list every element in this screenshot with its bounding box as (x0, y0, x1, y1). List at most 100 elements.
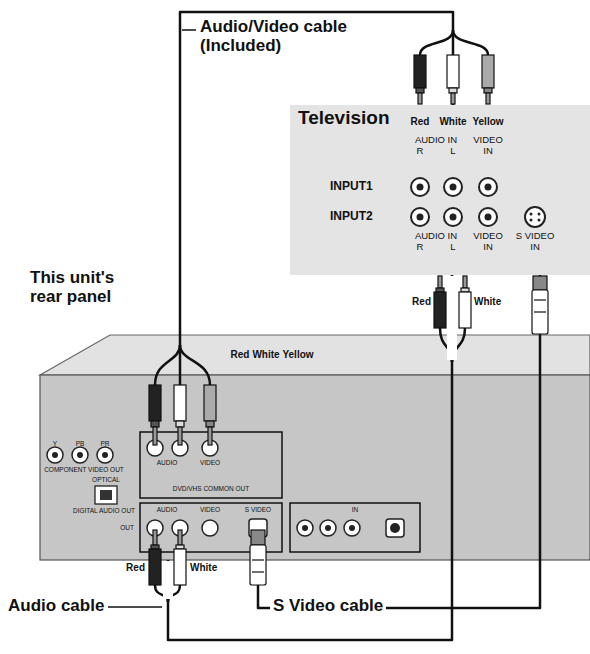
plug-neck (416, 88, 424, 93)
jack-label: IN (530, 242, 540, 252)
plug-body (250, 545, 266, 585)
plug-connector (533, 276, 547, 290)
jack-centers (52, 452, 108, 458)
plug-prong (451, 93, 455, 104)
cable-branch (453, 30, 488, 55)
panel-label: AUDIO (157, 459, 178, 466)
rca-plug (149, 385, 216, 445)
panel-label: VIDEO (200, 459, 220, 466)
jack-pin (417, 214, 424, 221)
jack (297, 520, 313, 536)
panel-label: COMPONENT VIDEO OUT (44, 466, 124, 473)
plug-body (532, 290, 548, 334)
plug-body (482, 55, 494, 88)
jack-pin (77, 452, 83, 458)
connector-color: White (190, 562, 217, 573)
jack-label: IN (483, 146, 493, 156)
connector-color: White (474, 296, 501, 307)
connector-color: Yellow (282, 349, 313, 360)
panel-label: VIDEO (200, 506, 220, 513)
panel-label: AUDIO (157, 506, 178, 513)
unit-housing (40, 335, 590, 560)
cable-name: S Video cable (270, 597, 386, 616)
plug-neck (449, 88, 457, 93)
leader-line (108, 606, 162, 608)
jack-label: L (450, 146, 455, 156)
input-label: INPUT1 (330, 180, 373, 193)
cable-branch (155, 585, 168, 602)
plug-neck (206, 421, 214, 427)
plug-prong (463, 276, 467, 288)
housing-top (40, 335, 590, 375)
in-frame (290, 503, 420, 552)
jack (147, 440, 163, 456)
panel-label: S VIDEO (245, 506, 271, 513)
rca-plug (434, 276, 471, 328)
jack-pin (450, 184, 457, 191)
jack-label: R (417, 146, 424, 156)
node-heading: Television (298, 108, 390, 129)
jack (97, 447, 113, 463)
jack (479, 208, 497, 226)
plug-prong (178, 530, 182, 545)
plug-prong (208, 427, 212, 445)
plug-body (149, 385, 161, 421)
rca-plug (414, 55, 494, 104)
cable (168, 275, 452, 640)
jack (47, 447, 63, 463)
jack-pin (485, 184, 492, 191)
input-label: INPUT2 (330, 210, 373, 223)
connector-color: Red (411, 116, 430, 127)
plug-body (204, 385, 216, 421)
jack-label: VIDEO (473, 231, 503, 241)
plug-neck (151, 545, 159, 549)
leader-line (182, 29, 196, 31)
tv-jack-pins (417, 184, 541, 222)
cable (258, 275, 540, 608)
connector-color: White (252, 349, 279, 360)
jack-pin (302, 525, 308, 531)
connector-color: Red (231, 349, 250, 360)
s-video-jack (386, 519, 404, 537)
s-video-jack (249, 519, 267, 537)
plug-body (149, 549, 161, 585)
s-video-pin (538, 213, 541, 216)
rca-plug (149, 530, 186, 585)
component-jacks (47, 447, 113, 463)
out-frame (140, 503, 282, 552)
plug-neck (484, 88, 492, 93)
jack-label: AUDIO IN (415, 135, 457, 145)
jack-label: AUDIO IN (415, 231, 457, 241)
jack-label: S VIDEO (516, 231, 555, 241)
s-video-jack (525, 207, 545, 227)
cable-name: Audio cable (8, 597, 104, 616)
jack (411, 178, 429, 196)
optical-shutter (100, 490, 112, 500)
optical-socket (95, 486, 117, 504)
plug-prong (438, 276, 442, 288)
jack-pin (52, 452, 58, 458)
plug-ridge (252, 559, 264, 560)
s-video-plug (250, 530, 266, 585)
tv-rca-jacks (411, 178, 545, 227)
jack-pin (450, 214, 457, 221)
cable-gap-covers (163, 276, 457, 599)
jack (479, 178, 497, 196)
panel-label: OUT (120, 524, 134, 531)
plug-body (174, 549, 186, 585)
plug-body (434, 292, 446, 328)
plug-ridge (534, 299, 546, 300)
plug-neck (461, 288, 469, 292)
jack-pin (349, 525, 355, 531)
s-video-pin (530, 213, 533, 216)
jack (172, 520, 188, 536)
jack (411, 208, 429, 226)
plug-prong (178, 427, 182, 445)
jack-pin (102, 452, 108, 458)
plug-ridge (252, 571, 264, 572)
gap-cover (447, 276, 457, 360)
plug-body (174, 385, 186, 421)
jack-label: IN (483, 242, 493, 252)
